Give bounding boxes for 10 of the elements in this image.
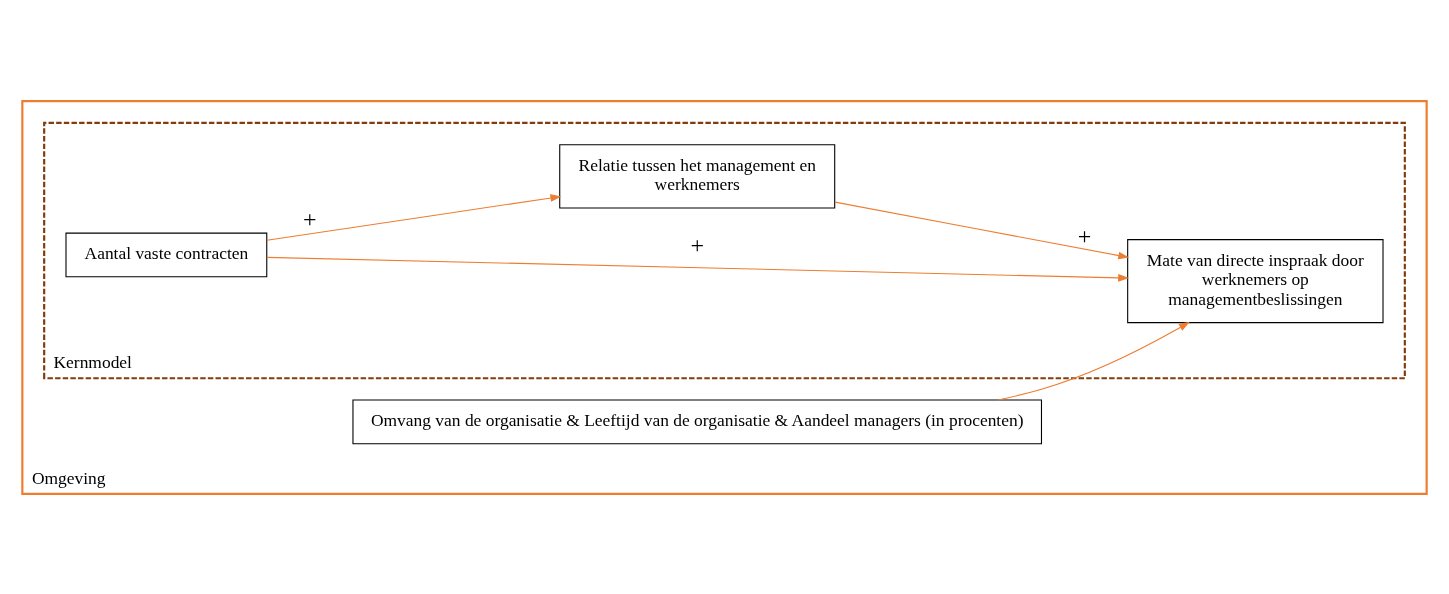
node-box: Relatie tussen het management en werknemers (559, 143, 836, 209)
edge-label: + (1077, 222, 1092, 249)
edge-label: + (303, 205, 317, 232)
node-box: Aantal vaste contracten (65, 232, 268, 277)
arrow (266, 193, 562, 241)
node-box: Omvang van de organisatie & Leeftijd van de organisatie & Aandeel managers (in procenten) (352, 399, 1043, 444)
arrow (266, 256, 1130, 282)
node-box: Mate van directe inspraak door werknemers op managementbeslissingen (1127, 238, 1384, 323)
arrow (834, 201, 1130, 259)
edge-label: + (690, 231, 704, 258)
